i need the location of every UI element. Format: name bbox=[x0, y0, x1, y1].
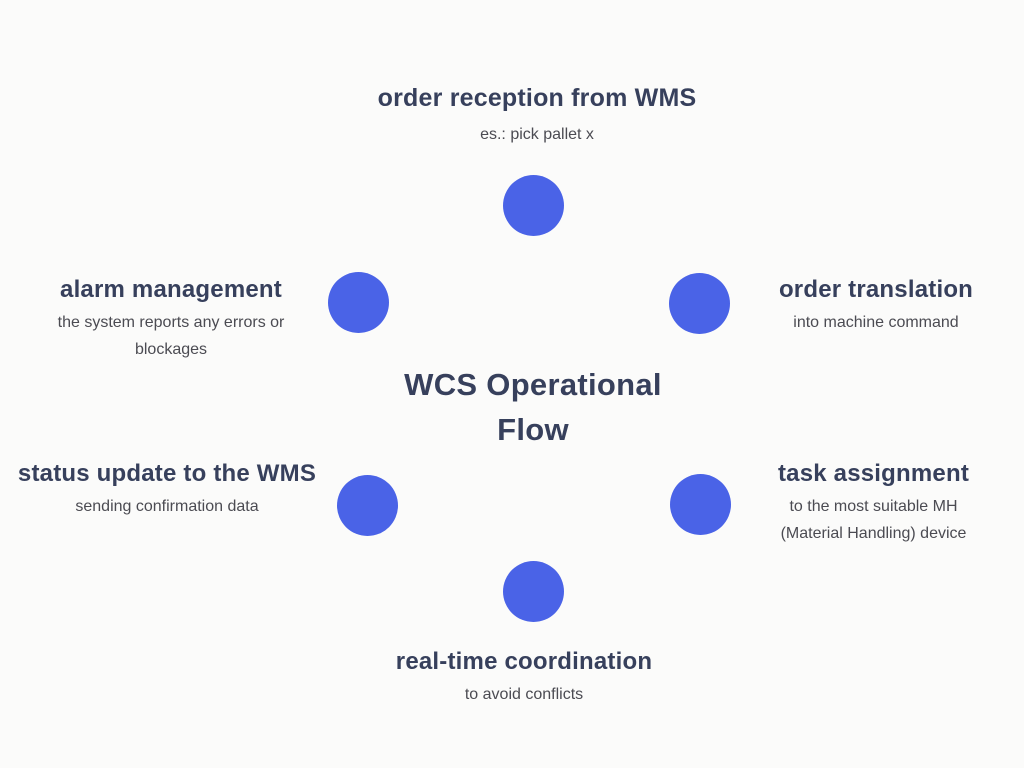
node-alarm-management: alarm management the system reports any … bbox=[16, 276, 326, 363]
node-realtime-coordination-title: real-time coordination bbox=[395, 648, 653, 675]
diagram-title-line2: Flow bbox=[497, 412, 569, 447]
flow-dot-bottom-icon bbox=[503, 561, 564, 622]
node-order-reception: order reception from WMS es.: pick palle… bbox=[262, 85, 812, 148]
node-order-translation-title: order translation bbox=[778, 276, 974, 303]
diagram-title: WCS Operational Flow bbox=[358, 362, 708, 452]
flow-dot-top-icon bbox=[503, 175, 564, 236]
node-order-reception-title: order reception from WMS bbox=[377, 84, 697, 112]
node-task-assignment-title: task assignment bbox=[777, 460, 970, 487]
node-order-reception-subtitle: es.: pick pallet x bbox=[480, 126, 594, 143]
node-status-update-title-line2: the WMS bbox=[213, 460, 317, 487]
diagram-title-line1: WCS Operational bbox=[404, 367, 662, 402]
node-status-update-subtitle: sending confirmation data bbox=[75, 498, 259, 515]
node-status-update: status update to the WMS sending confirm… bbox=[17, 460, 317, 520]
node-alarm-management-subtitle-line2: blockages bbox=[134, 341, 208, 358]
node-alarm-management-subtitle-line1: the system reports any errors or bbox=[57, 314, 285, 331]
flow-dot-lower-left-icon bbox=[337, 475, 398, 536]
flow-dot-lower-right-icon bbox=[670, 474, 731, 535]
flow-dot-upper-right-icon bbox=[669, 273, 730, 334]
node-alarm-management-subtitle: the system reports any errors or blockag… bbox=[16, 309, 326, 363]
node-task-assignment: task assignment to the most suitable MH … bbox=[726, 460, 1021, 547]
node-task-assignment-subtitle: to the most suitable MH (Material Handli… bbox=[726, 493, 1021, 547]
node-task-assignment-subtitle-line1: to the most suitable MH bbox=[789, 498, 958, 515]
flow-dot-upper-left-icon bbox=[328, 272, 389, 333]
node-order-translation: order translation into machine command bbox=[731, 276, 1021, 336]
node-status-update-title-line1: status update to bbox=[17, 460, 207, 487]
node-task-assignment-subtitle-line2: (Material Handling) device bbox=[780, 525, 967, 542]
node-realtime-coordination: real-time coordination to avoid conflict… bbox=[324, 648, 724, 708]
node-alarm-management-title: alarm management bbox=[60, 276, 282, 303]
node-realtime-coordination-subtitle: to avoid conflicts bbox=[464, 686, 584, 703]
node-status-update-title: status update to the WMS bbox=[17, 460, 317, 487]
node-order-translation-subtitle: into machine command bbox=[793, 314, 959, 331]
